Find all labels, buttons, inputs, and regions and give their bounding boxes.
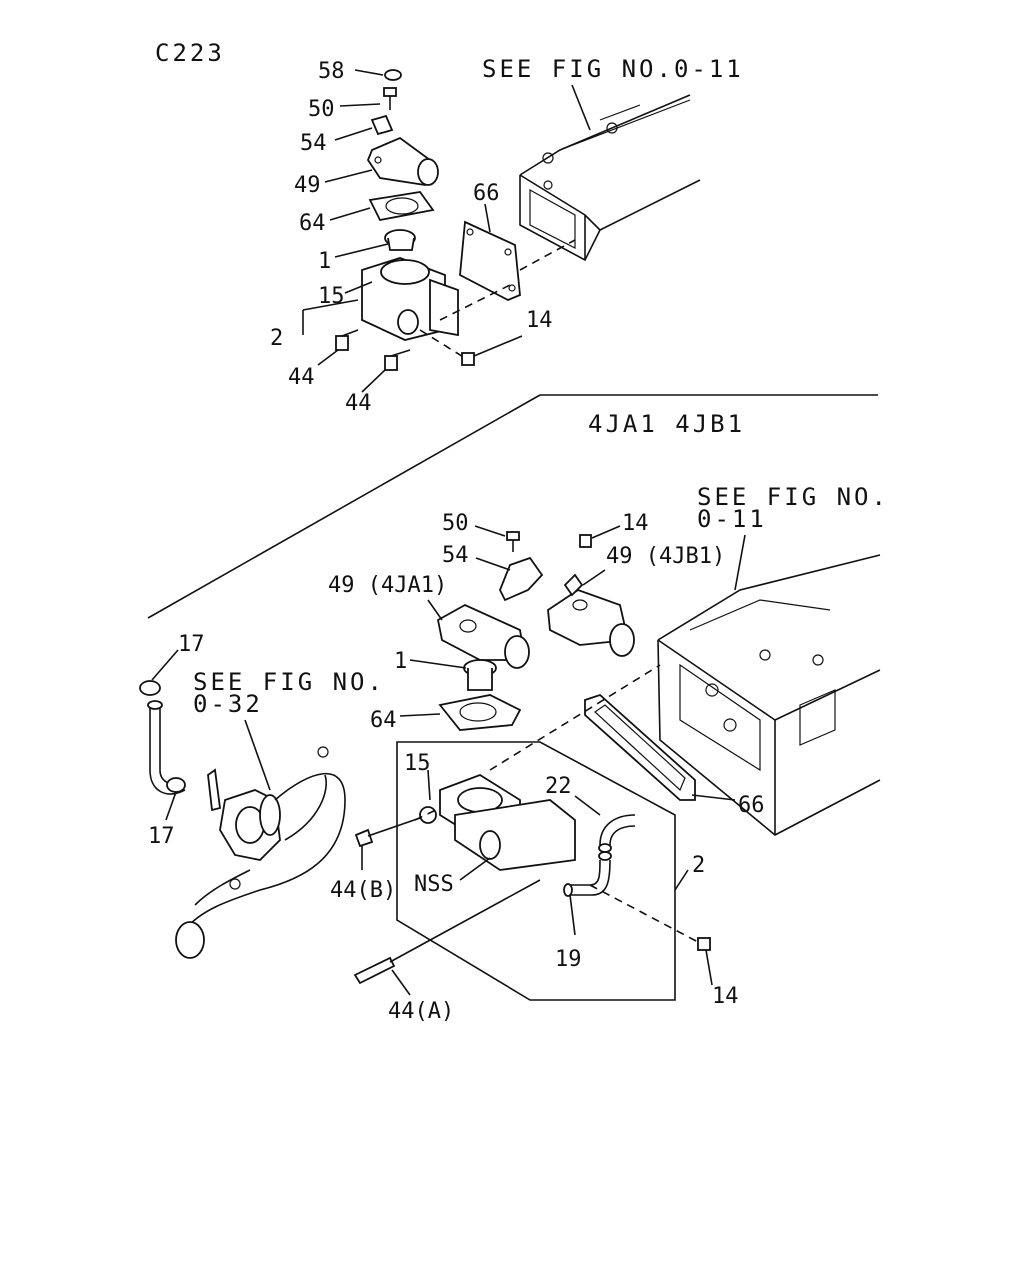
outlet-49-4jb1 — [547, 569, 635, 657]
label-49-4jb1: 49 (4JB1) — [606, 544, 725, 569]
cap-58 — [354, 69, 402, 81]
label-1-bottom: 1 — [394, 649, 407, 674]
thermostat-1-bottom — [409, 659, 497, 691]
clip-54-bottom — [475, 556, 544, 602]
label-50-bottom: 50 — [442, 511, 469, 536]
bolt-44a — [353, 879, 541, 996]
label-64-bottom: 64 — [370, 708, 397, 733]
cylinder-head-top — [519, 84, 701, 262]
clip-54 — [334, 114, 394, 141]
assembly-box-2 — [396, 741, 676, 1001]
label-17-top: 17 — [178, 632, 205, 657]
label-14-bottom: 14 — [712, 984, 739, 1009]
label-44b-bottom: 44(B) — [330, 878, 396, 903]
engine-models: 4JA1 4JB1 — [588, 410, 745, 438]
bolts-44-top — [317, 329, 411, 393]
page-code: C223 — [155, 39, 225, 67]
label-66: 66 — [473, 181, 500, 206]
housing-15 — [344, 257, 459, 341]
cylinder-head-bottom — [657, 554, 881, 836]
label-44a-bottom: 44(A) — [388, 999, 454, 1024]
label-14: 14 — [526, 308, 553, 333]
bracket-2 — [302, 299, 359, 335]
label-1: 1 — [318, 249, 331, 274]
see-fig-bottom-1: SEE FIG NO. — [697, 483, 889, 511]
label-nss: NSS — [414, 872, 454, 897]
label-15-bottom: 15 — [404, 751, 431, 776]
water-pump — [175, 746, 346, 959]
label-2: 2 — [270, 326, 283, 351]
label-64: 64 — [299, 211, 326, 236]
label-22: 22 — [545, 774, 572, 799]
label-44a: 44 — [288, 365, 315, 390]
leader-2 — [674, 869, 689, 891]
label-44b: 44 — [345, 391, 372, 416]
see-fig-bottom-2-num: 0-32 — [193, 690, 263, 718]
gasket-66-bottom — [584, 693, 736, 801]
label-17-bottom: 17 — [148, 824, 175, 849]
outlet-49-4ja1 — [427, 599, 530, 669]
section-divider-diagonal — [147, 394, 541, 619]
bolt-44b — [354, 817, 421, 870]
outlet-49 — [324, 136, 439, 187]
plug-14-bottom — [589, 884, 713, 986]
label-19: 19 — [555, 947, 582, 972]
see-fig-leader-2 — [244, 719, 271, 791]
thermostat-1 — [334, 229, 416, 258]
see-fig-bottom-2: SEE FIG NO. — [193, 668, 385, 696]
plug-14-bottom-top — [579, 525, 621, 548]
assembly-line-3 — [519, 239, 576, 271]
label-54: 54 — [300, 131, 327, 156]
see-fig-bottom-1-num: 0-11 — [697, 505, 767, 533]
assembly-line-2 — [419, 329, 466, 359]
see-fig-leader-1 — [734, 534, 746, 591]
label-14-bottom-top: 14 — [622, 511, 649, 536]
label-49-4ja1: 49 (4JA1) — [328, 573, 447, 598]
hose-17 — [139, 649, 186, 821]
gasket-64-bottom — [399, 694, 522, 731]
plug-14-top — [461, 335, 523, 366]
see-fig-top: SEE FIG NO.0-11 — [482, 55, 744, 83]
gasket-66-top — [459, 203, 521, 301]
pipe-19 — [563, 851, 612, 936]
housing-15-bottom — [419, 769, 576, 881]
bolt-50 — [339, 87, 397, 110]
assembly-line-4 — [414, 807, 441, 821]
label-54-bottom: 54 — [442, 543, 469, 568]
label-15: 15 — [318, 284, 345, 309]
bolt-50-bottom — [474, 525, 520, 552]
label-50: 50 — [308, 97, 335, 122]
assembly-line-5 — [489, 664, 661, 771]
gasket-64-top — [329, 191, 435, 222]
pipe-22 — [574, 795, 636, 853]
label-2-bottom: 2 — [692, 853, 705, 878]
label-66-bottom: 66 — [738, 793, 765, 818]
label-58: 58 — [318, 59, 345, 84]
label-49: 49 — [294, 173, 321, 198]
